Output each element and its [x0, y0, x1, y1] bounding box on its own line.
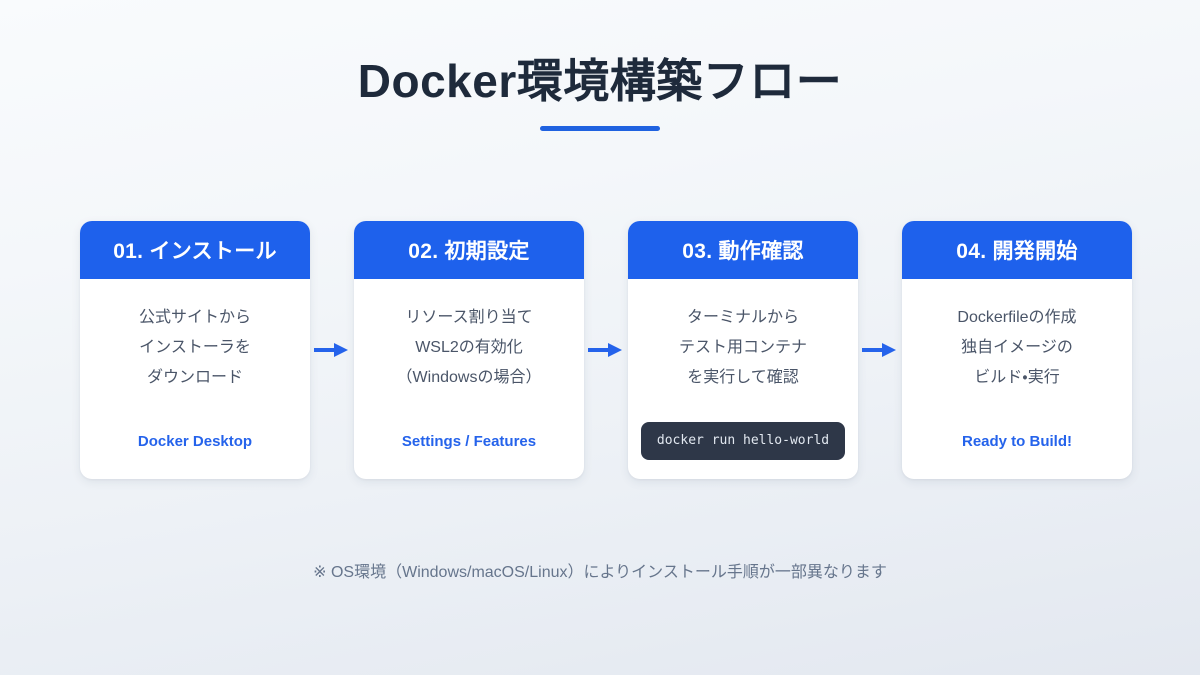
flow-card-3-code-snippet[interactable]: docker run hello-world [640, 422, 846, 460]
flow-card-2-line-2: WSL2の有効化 [415, 339, 523, 356]
flow-card-3-line-1: ターミナルから [686, 309, 799, 326]
flow-card-3[interactable]: 03. 動作確認 ターミナルから テスト用コンテナ を実行して確認 docker… [628, 221, 858, 479]
footnote: ※ OS環境（Windows/macOS/Linux）によりインストール手順が一… [313, 564, 887, 581]
title-underline [540, 126, 660, 131]
flow-card-1-header: 01. インストール [80, 221, 310, 279]
flow-card-2-line-3: （Windowsの場合） [396, 369, 542, 386]
flow-card-2-body: リソース割り当て WSL2の有効化 （Windowsの場合） [354, 279, 584, 409]
flow-card-1-line-2: インストーラを [139, 339, 251, 356]
flow-card-1-line-3: ダウンロード [146, 369, 243, 386]
flow-card-1-footer-label: Docker Desktop [137, 432, 253, 450]
flow-card-4-body: Dockerfileの作成 独自イメージの ビルド・実行 [902, 279, 1132, 409]
flow-arrow-1 [312, 221, 352, 479]
flow-card-4-footer-label: Ready to Build! [961, 432, 1072, 450]
arrow-right-icon [314, 343, 348, 357]
flow-card-1-body: 公式サイトから インストーラを ダウンロード [80, 279, 310, 409]
arrow-right-icon [588, 343, 622, 357]
flow-card-4-line-3: ビルド・実行 [974, 369, 1060, 386]
flow-card-2-footer: Settings / Features [354, 409, 584, 479]
arrow-right-icon [862, 343, 896, 357]
flow-card-1-line-1: 公式サイトから [138, 309, 251, 326]
flow-diagram: 01. インストール 公式サイトから インストーラを ダウンロード Docker… [80, 221, 1132, 479]
flow-card-3-line-3: を実行して確認 [687, 369, 799, 386]
title-block: Docker環境構築フロー [0, 52, 1200, 131]
flow-card-2[interactable]: 02. 初期設定 リソース割り当て WSL2の有効化 （Windowsの場合） … [354, 221, 584, 479]
flow-arrow-2 [586, 221, 626, 479]
flow-card-4-line-1: Dockerfileの作成 [957, 309, 1077, 326]
flow-card-1-footer: Docker Desktop [80, 409, 310, 479]
flow-card-4-line-2: 独自イメージの [961, 339, 1073, 356]
flow-card-3-line-2: テスト用コンテナ [678, 339, 807, 356]
flow-card-2-footer-label: Settings / Features [401, 432, 537, 450]
page-title: Docker環境構築フロー [357, 55, 843, 107]
flow-card-2-header: 02. 初期設定 [354, 221, 584, 279]
flow-card-3-body: ターミナルから テスト用コンテナ を実行して確認 [628, 279, 858, 409]
flow-card-4-header: 04. 開発開始 [902, 221, 1132, 279]
flow-card-1[interactable]: 01. インストール 公式サイトから インストーラを ダウンロード Docker… [80, 221, 310, 479]
flow-card-4-footer: Ready to Build! [902, 409, 1132, 479]
flow-card-2-line-1: リソース割り当て [405, 309, 533, 326]
flow-card-4[interactable]: 04. 開発開始 Dockerfileの作成 独自イメージの ビルド・実行 Re… [902, 221, 1132, 479]
flow-card-3-header: 03. 動作確認 [628, 221, 858, 279]
flow-card-3-footer: docker run hello-world [628, 409, 858, 479]
flow-arrow-3 [860, 221, 900, 479]
